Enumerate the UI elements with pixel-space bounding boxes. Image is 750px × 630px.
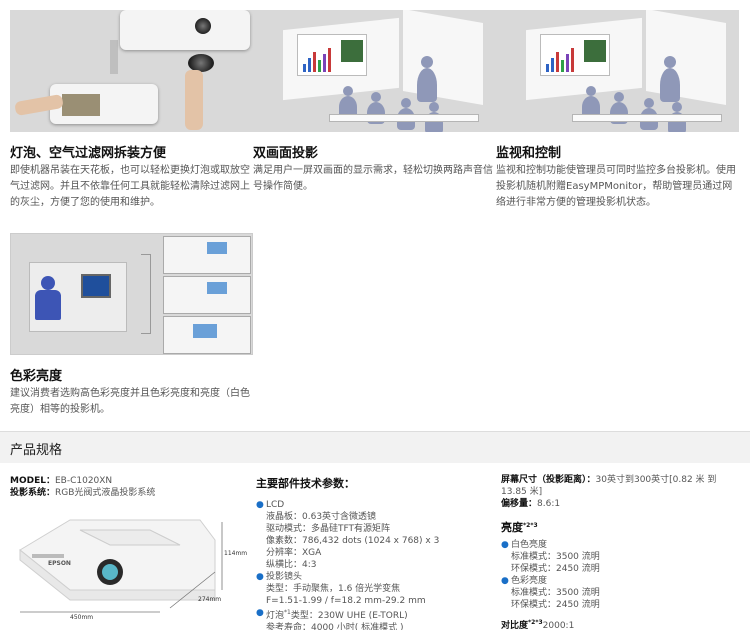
spec-header: 产品规格 — [0, 431, 750, 463]
lcd-line: 像素数：786,432 dots (1024 x 768) x 3 — [266, 536, 440, 546]
color-brightness-image — [10, 233, 253, 355]
lamp-filter-image — [10, 10, 253, 132]
dim-depth: 274mm — [198, 596, 222, 603]
feature-title: 双画面投影 — [253, 146, 319, 161]
feature-desc: 满足用户一屏双画面的显示需求，轻松切换两路声音信号操作简便。 — [253, 165, 493, 192]
white-standard: 标准模式：3500 流明 — [511, 552, 600, 562]
screen-value: 30英寸到300英寸[0.82 米 到 13.85 米] — [501, 475, 717, 497]
offset-label: 偏移量： — [501, 499, 538, 509]
dual-screen-image — [253, 10, 496, 132]
brightness-footnote: *2*3 — [523, 522, 538, 529]
system-value: RGB光阀式液晶投影系统 — [55, 488, 156, 498]
model-label: MODEL： — [10, 476, 55, 486]
color-eco: 环保模式：2450 流明 — [511, 600, 600, 610]
spec-right: 屏幕尺寸（投影距离）：30英寸到300英寸[0.82 米 到 13.85 米] … — [501, 474, 741, 630]
dim-height: 114mm — [224, 550, 248, 557]
feature-title: 监视和控制 — [496, 146, 562, 161]
system-label: 投影系统： — [10, 488, 56, 498]
white-brightness-label: 白色亮度 — [511, 540, 548, 550]
feature-title: 色彩亮度 — [10, 369, 63, 384]
spec-main-params: 主要部件技术参数： ● LCD 液晶板：0.63英寸含微透镜 驱动模式：多晶硅T… — [256, 477, 491, 630]
spec-heading: 产品规格 — [10, 443, 63, 458]
brand-logo: EPSON — [48, 560, 71, 567]
lcd-line: 液晶板：0.63英寸含微透镜 — [266, 512, 377, 522]
contrast-value: 2000:1 — [542, 621, 575, 630]
contrast-label: 对比度 — [501, 621, 529, 630]
projector-illustration — [19, 519, 223, 613]
contrast-footnote: *2*3 — [528, 619, 543, 626]
lens-line: F=1.51-1.99 / f=18.2 mm-29.2 mm — [266, 596, 426, 606]
offset-value: 8.6:1 — [537, 499, 561, 509]
projector-diagram: 450mm 274mm 114mm EPSON — [10, 510, 247, 625]
feature-title: 灯泡、空气过滤网拆装方便 — [10, 146, 167, 161]
lamp-life: 参考寿命：4000 小时( 标准模式 ) — [266, 623, 404, 630]
lcd-title: LCD — [266, 500, 285, 510]
main-params-heading: 主要部件技术参数： — [256, 477, 355, 490]
lcd-line: 驱动模式：多晶硅TFT有源矩阵 — [266, 524, 391, 534]
lamp-footnote: *1 — [284, 609, 291, 616]
spec-model-block: MODEL：EB-C1020XN 投影系统：RGB光阀式液晶投影系统 — [10, 475, 240, 499]
brightness-label: 亮度 — [501, 521, 523, 534]
lamp-title: 灯泡 — [266, 611, 285, 621]
feature-desc: 监视和控制功能使管理员可同时监控多台投影机。使用投影机随机附赠EasyMPMon… — [496, 165, 736, 208]
feature-color-brightness: 色彩亮度 建议消费者选购高色彩亮度并且色彩亮度和亮度（白色亮度）相等的投影机。 — [10, 233, 253, 418]
lamp-type: 类型：230W UHE (E-TORL) — [290, 611, 408, 621]
lcd-line: 纵横比：4:3 — [266, 560, 317, 570]
monitor-control-image — [496, 10, 739, 132]
lens-line: 类型：手动聚焦，1.6 倍光学变焦 — [266, 584, 401, 594]
feature-desc: 即使机器吊装在天花板，也可以轻松更换灯泡或取放空气过滤网。并且不依靠任何工具就能… — [10, 165, 250, 208]
color-brightness-label: 色彩亮度 — [511, 576, 548, 586]
lcd-line: 分辨率：XGA — [266, 548, 322, 558]
model-value: EB-C1020XN — [54, 476, 113, 486]
feature-desc: 建议消费者选购高色彩亮度并且色彩亮度和亮度（白色亮度）相等的投影机。 — [10, 388, 250, 415]
screen-label: 屏幕尺寸（投影距离）： — [501, 475, 596, 485]
white-eco: 环保模式：2450 流明 — [511, 564, 600, 574]
dim-width: 450mm — [70, 614, 94, 621]
feature-monitor-control: 监视和控制 监视和控制功能使管理员可同时监控多台投影机。使用投影机随机附赠Eas… — [496, 10, 739, 211]
feature-lamp-filter: 灯泡、空气过滤网拆装方便 即使机器吊装在天花板，也可以轻松更换灯泡或取放空气过滤… — [10, 10, 253, 211]
lens-title: 投影镜头 — [266, 572, 303, 582]
color-standard: 标准模式：3500 流明 — [511, 588, 600, 598]
feature-dual-screen: 双画面投影 满足用户一屏双画面的显示需求，轻松切换两路声音信号操作简便。 — [253, 10, 496, 195]
